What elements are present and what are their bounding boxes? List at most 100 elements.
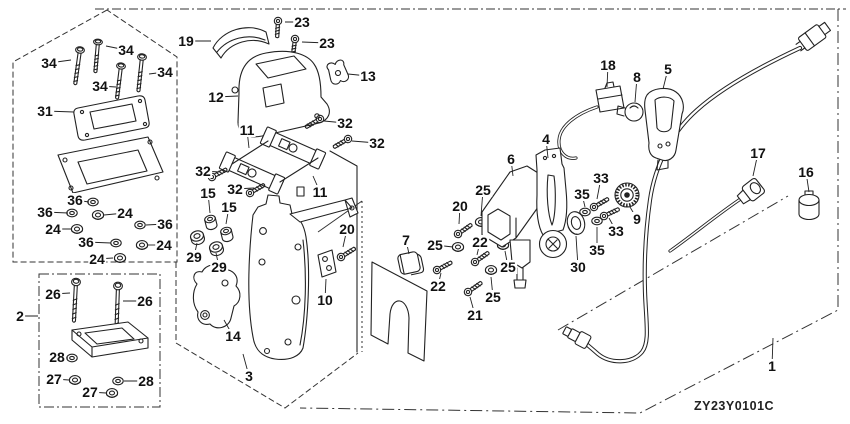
grip-5-art	[645, 88, 684, 160]
part-label-32: 32	[226, 181, 244, 197]
bushing-15-art	[219, 225, 235, 244]
nut-24-art	[70, 224, 84, 234]
part-label-8: 8	[632, 69, 642, 85]
screw-33-art	[598, 205, 622, 222]
clip-13-art	[326, 59, 350, 85]
body-parts-group	[188, 187, 510, 361]
part-label-4: 4	[541, 131, 551, 147]
part-label-29: 29	[210, 259, 228, 275]
nut-25-art	[484, 265, 498, 275]
part-label-26: 26	[44, 286, 62, 302]
button-8-art	[625, 103, 643, 121]
handle-parts-group	[482, 20, 832, 349]
part-label-24: 24	[88, 251, 106, 267]
part-label-15: 15	[199, 185, 217, 201]
backing-sheet-edge	[330, 151, 357, 352]
part-label-25: 25	[474, 182, 492, 198]
part-label-12: 12	[207, 89, 225, 105]
part-label-20: 20	[451, 198, 469, 214]
disc-30-art	[565, 210, 587, 237]
spacer-block-art	[72, 322, 148, 357]
part-label-22: 22	[471, 234, 489, 250]
part-label-32: 32	[336, 115, 354, 131]
part-label-16: 16	[797, 164, 815, 180]
screw-21-art	[462, 278, 485, 298]
part-label-36: 36	[66, 192, 84, 208]
part-label-7: 7	[401, 232, 411, 248]
part-label-28: 28	[137, 373, 155, 389]
washer-36-art	[66, 208, 78, 218]
nut-24-art	[91, 210, 105, 220]
bolt-34-art	[70, 45, 86, 86]
part-label-35: 35	[588, 242, 606, 258]
part-label-18: 18	[599, 57, 617, 73]
part-label-24: 24	[116, 205, 134, 221]
cable-end-connector-art	[561, 324, 591, 349]
bushing-15-art	[203, 213, 219, 232]
part-label-21: 21	[466, 307, 484, 323]
part-label-1: 1	[767, 358, 777, 374]
connector-17-art	[735, 177, 766, 207]
subassembly-box-spacer	[39, 274, 160, 407]
part-label-2: 2	[15, 308, 25, 324]
part-label-32: 32	[194, 163, 212, 179]
bolt-34-art	[133, 52, 148, 93]
part-label-23: 23	[293, 14, 311, 30]
part-label-25: 25	[499, 259, 517, 275]
part-label-36: 36	[156, 216, 174, 232]
part-code: ZY23Y0101C	[694, 399, 775, 413]
part-label-24: 24	[44, 221, 62, 237]
part-label-33: 33	[607, 223, 625, 239]
part-label-28: 28	[48, 349, 66, 365]
part-label-36: 36	[77, 234, 95, 250]
part-label-11: 11	[311, 184, 329, 200]
screw-22-art	[469, 248, 492, 268]
screw-32-art	[244, 180, 267, 199]
part-label-34: 34	[156, 64, 174, 80]
part-label-20: 20	[338, 221, 356, 237]
lever-4-art	[536, 148, 567, 235]
frame-right-bottom-edge	[300, 9, 838, 413]
part-label-5: 5	[663, 61, 673, 77]
switch-pigtail-wire	[559, 107, 597, 158]
cap-16-art	[799, 191, 819, 220]
body-top-bracket-art	[290, 198, 358, 222]
part-label-29: 29	[185, 249, 203, 265]
bolt-34-art	[112, 61, 127, 101]
bracket-11-art	[219, 152, 285, 194]
part-label-11: 11	[238, 122, 256, 138]
nut-25-art	[451, 242, 465, 252]
washer-36-art	[110, 238, 122, 248]
cushion-7-art	[397, 251, 424, 277]
part-label-9: 9	[632, 211, 642, 227]
part-label-34: 34	[40, 55, 58, 71]
part-label-36: 36	[36, 204, 54, 220]
part-label-14: 14	[224, 328, 242, 344]
part-label-24: 24	[155, 237, 173, 253]
part-label-19: 19	[177, 33, 195, 49]
part-label-31: 31	[36, 103, 54, 119]
bracket-11-art	[260, 127, 326, 169]
mount-parts-group	[58, 38, 163, 263]
part-label-26: 26	[136, 293, 154, 309]
part-label-27: 27	[45, 371, 63, 387]
nut-27-art	[68, 375, 82, 385]
bolt-26-art	[111, 281, 124, 329]
base-plate-art	[58, 137, 163, 193]
screw-20-art	[335, 244, 358, 263]
screw-22-art	[431, 258, 455, 276]
washer-28-art	[66, 353, 78, 363]
washer-35-art	[591, 216, 603, 226]
part-label-25: 25	[484, 289, 502, 305]
screw-33-art	[588, 194, 611, 213]
part-label-32: 32	[368, 135, 386, 151]
part-label-33: 33	[592, 170, 610, 186]
part-label-15: 15	[220, 199, 238, 215]
part-label-3: 3	[244, 368, 254, 384]
nut-27-art	[105, 388, 119, 398]
washer-28-art	[112, 376, 124, 386]
part-label-35: 35	[573, 186, 591, 202]
pad-19-art	[213, 28, 269, 58]
